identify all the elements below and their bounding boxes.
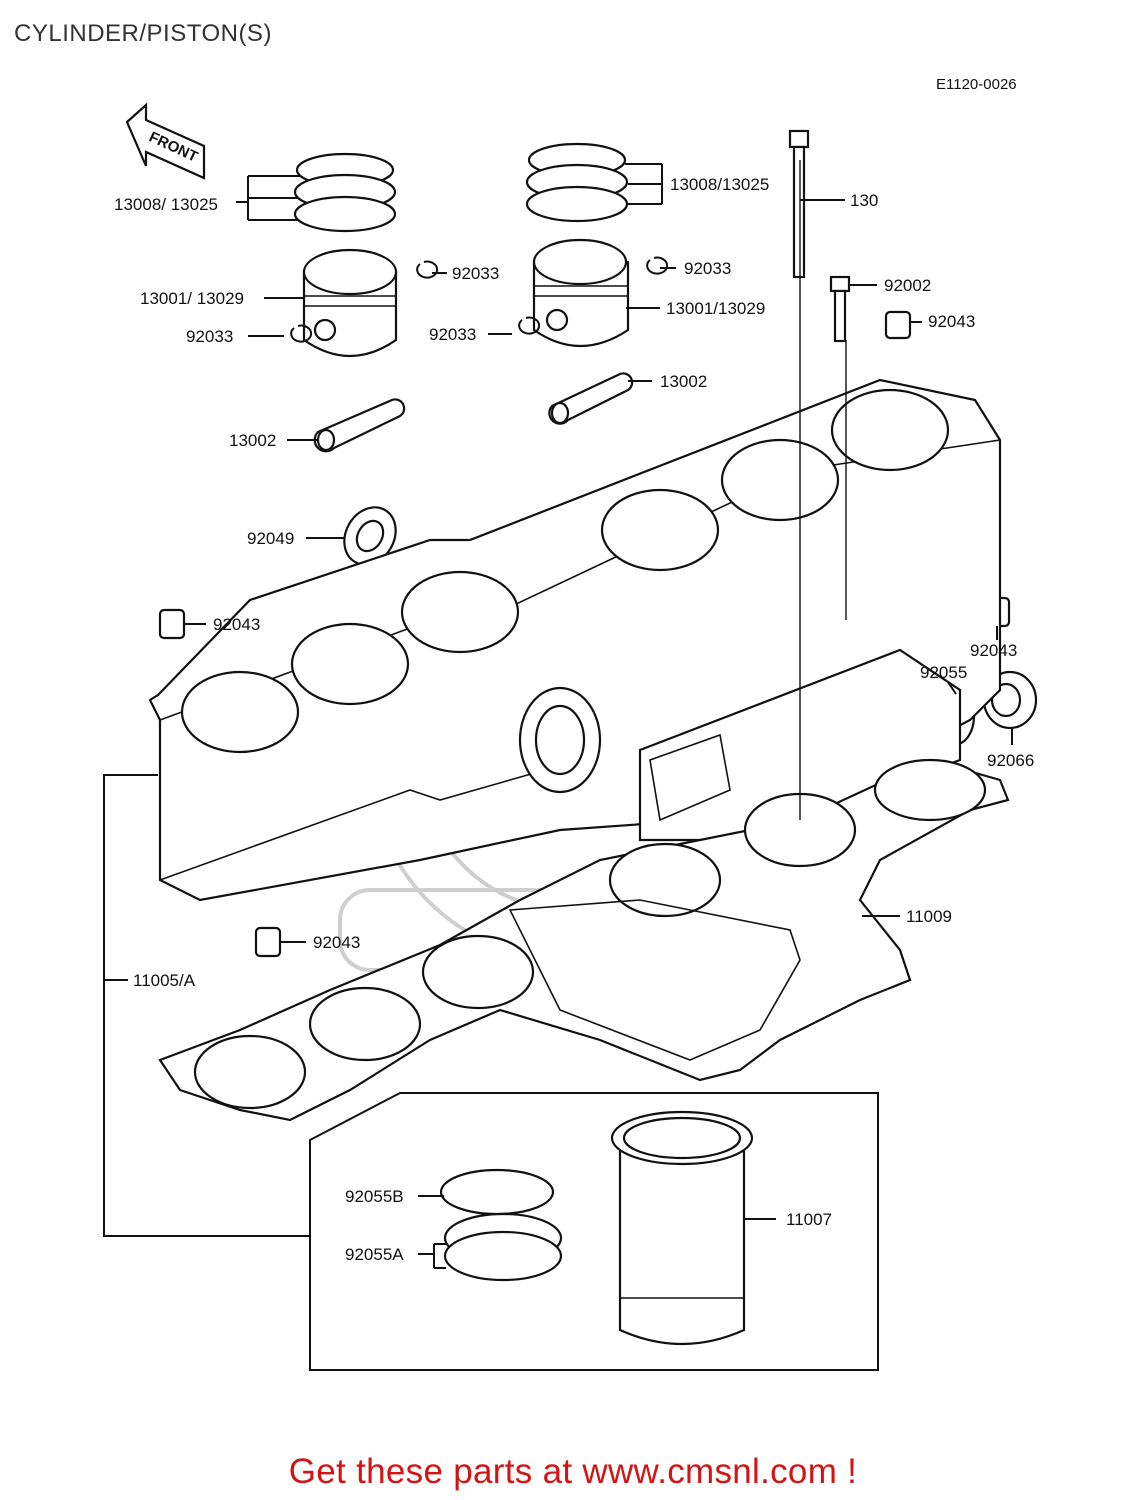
label-dowel-bottom: 92043	[313, 933, 360, 952]
label-cylinder-11005: 11005/A	[133, 971, 196, 990]
label-gasket-11009: 11009	[906, 907, 952, 926]
front-arrow-icon: FRONT	[125, 102, 206, 180]
cylinder-stud-bolt	[788, 129, 810, 279]
leader-lines	[103, 160, 1013, 1269]
label-sleeve-11007: 11007	[786, 1210, 832, 1229]
label-ring-92055b: 92055B	[345, 1187, 404, 1206]
page-title: CYLINDER/PISTON(S)	[14, 20, 272, 47]
label-clip-left-top: 92033	[452, 264, 499, 283]
label-piston-right: 13001/13029	[666, 299, 765, 318]
label-pin-left: 13002	[229, 431, 276, 450]
cylinder-bolt	[829, 275, 851, 343]
label-rings-right: 13008/13025	[670, 175, 769, 194]
label-clip-right-top: 92033	[684, 259, 731, 278]
sleeve-inset-box	[309, 1092, 879, 1371]
label-seal-92049: 92049	[247, 529, 294, 548]
label-piston-left: 13001/ 13029	[140, 289, 244, 308]
base-gasket	[158, 758, 1010, 1122]
label-clip-left-bottom: 92033	[186, 327, 233, 346]
piston-rings-left	[293, 152, 397, 233]
circlips	[290, 256, 669, 343]
label-ring-92055a: 92055A	[345, 1245, 404, 1264]
label-clip-right-bottom: 92033	[429, 325, 476, 344]
label-dowel-top-right: 92043	[928, 312, 975, 331]
oil-seal	[343, 506, 397, 566]
label-dowel-left: 92043	[213, 615, 260, 634]
piston-left	[302, 248, 398, 357]
cylinder-block	[148, 378, 1002, 902]
label-dowel-right: 92043	[970, 641, 1017, 660]
label-seal-92066: 92066	[987, 751, 1034, 770]
piston-rings-right	[525, 142, 629, 223]
label-bolt-130: 130	[850, 191, 878, 210]
part-labels: 13008/ 13025 13008/13025 130 13001/ 1302…	[114, 175, 1034, 1264]
label-pin-right: 13002	[660, 372, 707, 391]
piston-right	[532, 238, 630, 347]
label-oring-92055: 92055	[920, 663, 967, 682]
piston-pins	[313, 372, 634, 453]
label-rings-left: 13008/ 13025	[114, 195, 218, 214]
diagram-code: E1120-0026	[936, 76, 1017, 93]
label-bolt-92002: 92002	[884, 276, 931, 295]
footer-link-text[interactable]: Get these parts at www.cmsnl.com !	[288, 1452, 858, 1491]
